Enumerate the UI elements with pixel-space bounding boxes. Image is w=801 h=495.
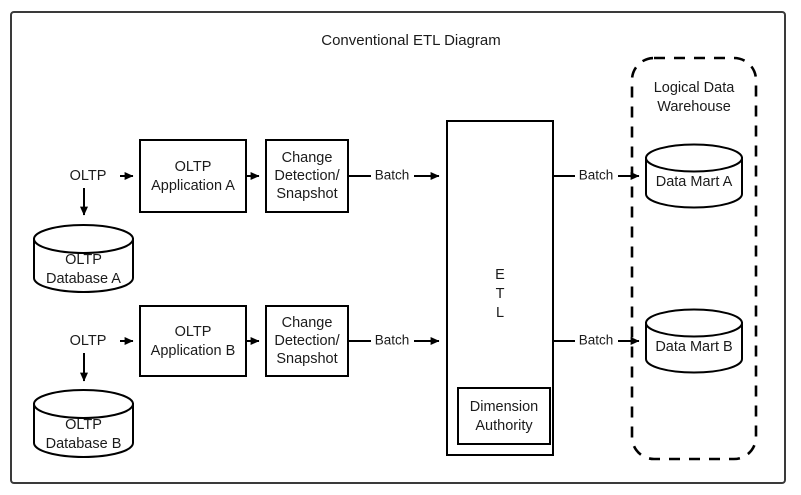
- batch-label-a-in-bg: [371, 167, 414, 185]
- data-mart-b: Data Mart B: [645, 308, 743, 374]
- change-detection-a-label-line2: Detection/: [274, 168, 340, 184]
- etl-letter-t: T: [496, 286, 505, 302]
- oltp-application-a-label-line1: OLTP: [175, 159, 212, 175]
- data-mart-a: Data Mart A: [645, 143, 743, 209]
- dimension-authority-label-line2: Authority: [475, 418, 533, 434]
- etl-process-box: E T L Dimension Authority: [446, 120, 554, 456]
- dimension-authority-label-line1: Dimension: [470, 399, 539, 415]
- data-mart-b-label: Data Mart B: [655, 339, 732, 355]
- logical-data-warehouse-label-line1: Logical Data: [654, 80, 736, 96]
- oltp-application-b-label-line2: Application B: [151, 343, 236, 359]
- change-detection-snapshot-b: Change Detection/ Snapshot: [265, 305, 349, 377]
- change-detection-b-label-line2: Detection/: [274, 333, 340, 349]
- oltp-database-b-label-line1: OLTP: [65, 417, 102, 433]
- change-detection-b-label-line3: Snapshot: [276, 351, 337, 367]
- oltp-database-a: OLTP Database A: [33, 224, 134, 293]
- oltp-source-label-b: OLTP: [70, 333, 107, 349]
- oltp-database-a-label-line2: Database A: [46, 271, 121, 287]
- oltp-database-a-label-line1: OLTP: [65, 252, 102, 268]
- logical-data-warehouse-boundary: [630, 56, 758, 461]
- change-detection-b-label-line1: Change: [282, 315, 333, 331]
- batch-label-a-in: Batch: [375, 168, 410, 183]
- batch-label-b-in: Batch: [375, 333, 410, 348]
- oltp-application-a-label-line2: Application A: [151, 178, 235, 194]
- batch-label-b-out-bg: [575, 332, 618, 350]
- etl-letter-l: L: [496, 305, 504, 321]
- oltp-source-label-a: OLTP: [70, 168, 107, 184]
- change-detection-a-label-line3: Snapshot: [276, 186, 337, 202]
- page-title: Conventional ETL Diagram: [321, 32, 501, 49]
- batch-label-b-out: Batch: [579, 333, 614, 348]
- data-mart-a-label: Data Mart A: [656, 174, 733, 190]
- batch-label-a-out: Batch: [579, 168, 614, 183]
- batch-label-b-in-bg: [371, 332, 414, 350]
- etl-letter-e: E: [495, 267, 505, 283]
- logical-data-warehouse-label-line2: Warehouse: [657, 99, 731, 115]
- dimension-authority-box: Dimension Authority: [457, 387, 551, 445]
- oltp-application-b: OLTP Application B: [139, 305, 247, 377]
- oltp-application-a: OLTP Application A: [139, 139, 247, 213]
- change-detection-a-label-line1: Change: [282, 150, 333, 166]
- oltp-application-b-label-line1: OLTP: [175, 324, 212, 340]
- change-detection-snapshot-a: Change Detection/ Snapshot: [265, 139, 349, 213]
- oltp-database-b: OLTP Database B: [33, 389, 134, 458]
- oltp-database-b-label-line2: Database B: [46, 436, 122, 452]
- batch-label-a-out-bg: [575, 167, 618, 185]
